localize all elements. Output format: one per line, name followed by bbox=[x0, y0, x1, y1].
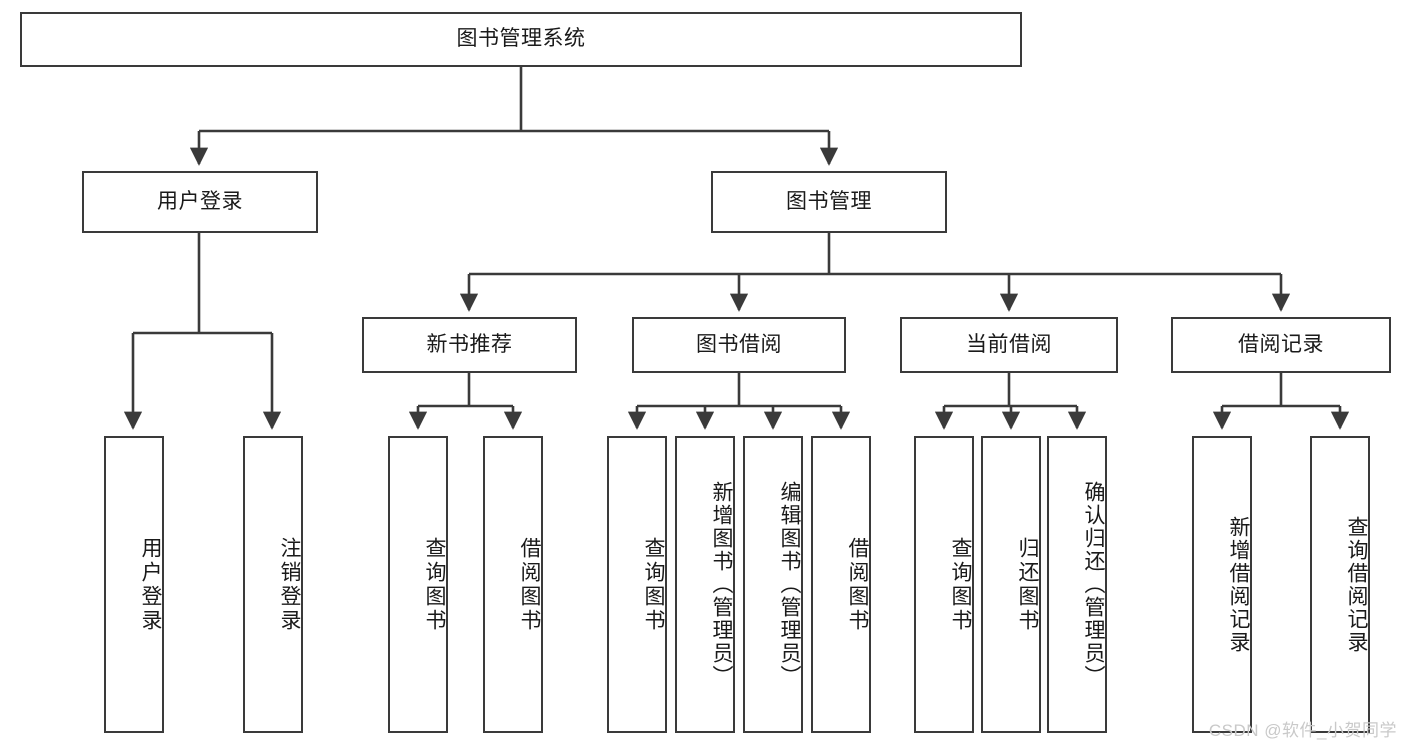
leaf-logout[interactable]: 注销登录 bbox=[243, 436, 303, 733]
node-label: 图书管理系统 bbox=[456, 27, 586, 51]
node-label: 查询图书 bbox=[949, 536, 972, 633]
leaf-borrow-borrow-book[interactable]: 借阅图书 bbox=[811, 436, 871, 733]
node-label: 查询图书 bbox=[423, 536, 446, 633]
leaf-new-book-borrow[interactable]: 借阅图书 bbox=[483, 436, 543, 733]
node-new-book-recommend[interactable]: 新书推荐 bbox=[362, 317, 577, 373]
node-label: 新增图书（管理员） bbox=[710, 481, 733, 688]
node-label: 确认归还（管理员） bbox=[1082, 481, 1105, 688]
node-borrow-records[interactable]: 借阅记录 bbox=[1171, 317, 1391, 373]
leaf-user-login[interactable]: 用户登录 bbox=[104, 436, 164, 733]
node-label: 借阅图书 bbox=[518, 536, 541, 633]
node-label: 当前借阅 bbox=[966, 332, 1052, 356]
node-user-login[interactable]: 用户登录 bbox=[82, 171, 318, 233]
leaf-new-book-query[interactable]: 查询图书 bbox=[388, 436, 448, 733]
node-book-borrow[interactable]: 图书借阅 bbox=[632, 317, 846, 373]
node-label: 图书借阅 bbox=[696, 332, 782, 356]
node-label: 新书推荐 bbox=[426, 332, 513, 356]
node-label: 用户登录 bbox=[157, 189, 243, 213]
node-label: 查询图书 bbox=[642, 536, 665, 633]
leaf-current-return-book[interactable]: 归还图书 bbox=[981, 436, 1041, 733]
node-label: 查询借阅记录 bbox=[1345, 515, 1368, 654]
leaf-current-query-book[interactable]: 查询图书 bbox=[914, 436, 974, 733]
leaf-borrow-add-book-admin[interactable]: 新增图书（管理员） bbox=[675, 436, 735, 733]
leaf-current-confirm-return-admin[interactable]: 确认归还（管理员） bbox=[1047, 436, 1107, 733]
node-label: 编辑图书（管理员） bbox=[778, 481, 801, 688]
csdn-watermark: CSDN @软件_小贺同学 bbox=[1208, 721, 1397, 740]
leaf-borrow-query-book[interactable]: 查询图书 bbox=[607, 436, 667, 733]
node-book-management[interactable]: 图书管理 bbox=[711, 171, 947, 233]
node-root-system[interactable]: 图书管理系统 bbox=[20, 12, 1022, 67]
node-label: 借阅图书 bbox=[846, 536, 869, 633]
node-label: 图书管理 bbox=[786, 189, 872, 213]
node-current-borrow[interactable]: 当前借阅 bbox=[900, 317, 1118, 373]
leaf-record-add[interactable]: 新增借阅记录 bbox=[1192, 436, 1252, 733]
leaf-borrow-edit-book-admin[interactable]: 编辑图书（管理员） bbox=[743, 436, 803, 733]
node-label: 注销登录 bbox=[278, 536, 301, 633]
node-label: 用户登录 bbox=[139, 536, 162, 633]
node-label: 新增借阅记录 bbox=[1227, 515, 1250, 654]
node-label: 归还图书 bbox=[1016, 536, 1039, 633]
node-label: 借阅记录 bbox=[1238, 332, 1324, 356]
leaf-record-query[interactable]: 查询借阅记录 bbox=[1310, 436, 1370, 733]
